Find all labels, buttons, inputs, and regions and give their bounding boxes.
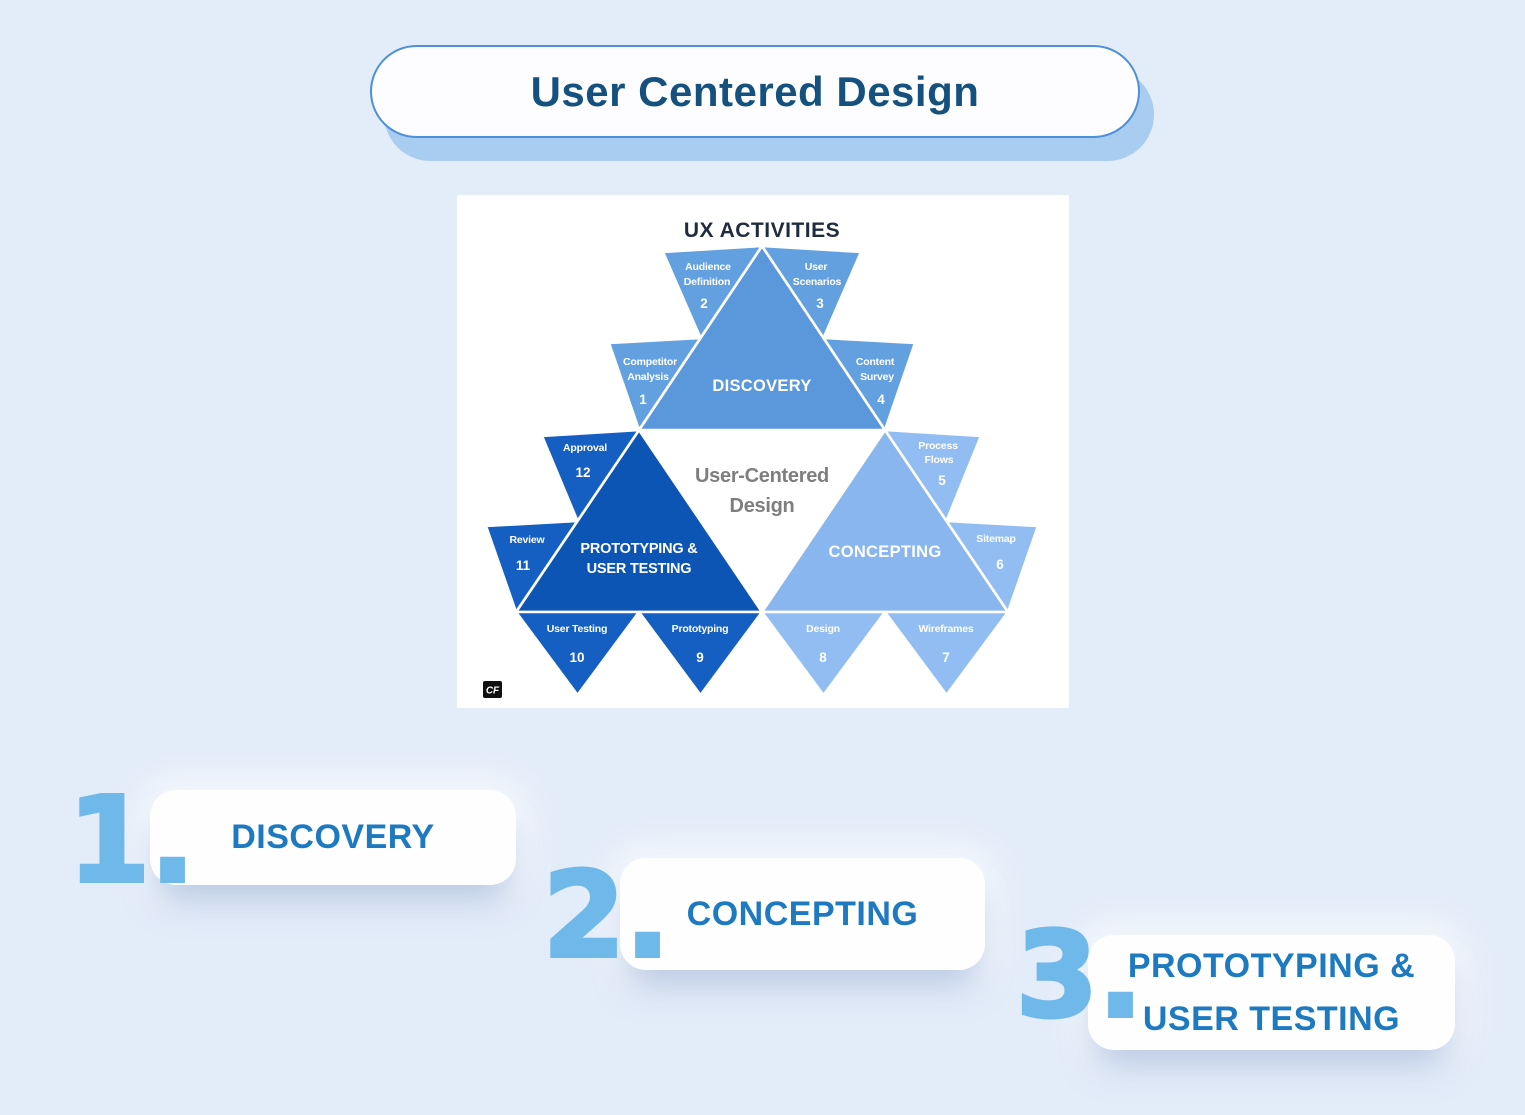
activity-2-number: 2 bbox=[700, 296, 708, 311]
activity-4-label-line2: Survey bbox=[860, 371, 894, 383]
page-title: User Centered Design bbox=[530, 67, 980, 115]
activity-process-flows: Process Flows 5 bbox=[883, 428, 983, 523]
step-2-number: 2. bbox=[541, 846, 672, 984]
activity-review: Review 11 bbox=[484, 519, 579, 614]
step-3-number: 3. bbox=[1014, 906, 1145, 1044]
center-label-line1: User-Centered bbox=[695, 465, 829, 487]
activity-5-label-line2: Flows bbox=[925, 454, 954, 466]
activity-user-testing: User Testing 10 bbox=[514, 610, 641, 697]
activity-11-label-line1: Review bbox=[510, 534, 546, 546]
activity-3-number: 3 bbox=[816, 296, 824, 311]
activity-3-label-line2: Scenarios bbox=[793, 276, 842, 288]
step-2-card: CONCEPTING bbox=[620, 858, 985, 970]
activity-12-label-line1: Approval bbox=[563, 442, 607, 454]
cf-watermark: CF bbox=[483, 681, 502, 698]
activity-2-label-line1: Audience bbox=[685, 261, 731, 273]
step-3-label-line2: USER TESTING bbox=[1142, 999, 1401, 1038]
diagram-heading: UX ACTIVITIES bbox=[684, 219, 840, 242]
activity-1-label-line2: Analysis bbox=[627, 371, 669, 383]
activity-7-label-line1: Wireframes bbox=[918, 623, 973, 635]
activity-6-shape bbox=[945, 519, 1040, 614]
phase-prototyping-label-line2: USER TESTING bbox=[587, 561, 692, 577]
activity-9-number: 9 bbox=[696, 650, 704, 665]
activity-prototyping: Prototyping 9 bbox=[637, 610, 764, 697]
activity-design: Design 8 bbox=[760, 610, 887, 697]
ux-activities-diagram: UX ACTIVITIES DISCOVERY CONCEPTING PROTO… bbox=[457, 195, 1069, 708]
phase-prototyping-label-line1: PROTOTYPING & bbox=[580, 541, 698, 557]
cf-watermark-box bbox=[483, 681, 502, 698]
activity-3-shape bbox=[760, 244, 863, 340]
activity-competitor-analysis: Competitor Analysis 1 bbox=[607, 336, 702, 432]
activity-4-shape bbox=[822, 336, 917, 432]
activity-10-label-line1: User Testing bbox=[547, 623, 607, 635]
activity-4-number: 4 bbox=[877, 392, 885, 407]
activity-8-number: 8 bbox=[819, 650, 827, 665]
activity-8-label-line1: Design bbox=[806, 623, 840, 635]
activity-sitemap: Sitemap 6 bbox=[945, 519, 1040, 614]
step-1-label: DISCOVERY bbox=[231, 818, 435, 857]
activity-7-shape bbox=[883, 610, 1010, 697]
activity-12-number: 12 bbox=[575, 465, 590, 480]
activity-5-label-line1: Process bbox=[918, 440, 958, 452]
step-2-label: CONCEPTING bbox=[686, 894, 919, 933]
phase-concepting-label: CONCEPTING bbox=[828, 543, 941, 561]
step-3-label-line1: PROTOTYPING & bbox=[1127, 946, 1416, 985]
phase-discovery-label: DISCOVERY bbox=[712, 377, 811, 395]
center-label-line2: Design bbox=[730, 495, 795, 517]
activity-12-shape bbox=[540, 428, 641, 523]
step-3-card: PROTOTYPING & USER TESTING bbox=[1088, 935, 1455, 1050]
activity-6-label-line1: Sitemap bbox=[976, 533, 1015, 545]
activity-1-shape bbox=[607, 336, 702, 432]
activity-1-number: 1 bbox=[639, 392, 647, 407]
activity-11-number: 11 bbox=[516, 558, 531, 573]
step-1-number: 1. bbox=[66, 771, 197, 909]
activity-audience-definition: Audience Definition 2 bbox=[661, 244, 764, 340]
activity-user-scenarios: User Scenarios 3 bbox=[760, 244, 863, 340]
activity-5-shape bbox=[883, 428, 983, 523]
activity-7-number: 7 bbox=[942, 650, 950, 665]
title-banner: User Centered Design bbox=[370, 45, 1140, 138]
activity-9-shape bbox=[637, 610, 764, 697]
step-1-card: DISCOVERY bbox=[150, 790, 516, 885]
ux-activities-svg: UX ACTIVITIES DISCOVERY CONCEPTING PROTO… bbox=[483, 219, 1040, 698]
activity-6-number: 6 bbox=[996, 557, 1004, 572]
activity-11-shape bbox=[484, 519, 579, 614]
activity-10-shape bbox=[514, 610, 641, 697]
activity-4-label-line1: Content bbox=[856, 356, 895, 368]
activity-2-shape bbox=[661, 244, 764, 340]
activity-10-number: 10 bbox=[569, 650, 584, 665]
activity-3-label-line1: User bbox=[805, 261, 828, 273]
activity-1-label-line1: Competitor bbox=[623, 356, 677, 368]
activity-8-shape bbox=[760, 610, 887, 697]
activity-wireframes: Wireframes 7 bbox=[883, 610, 1010, 697]
cf-watermark-text: CF bbox=[486, 686, 500, 697]
activity-approval: Approval 12 bbox=[540, 428, 641, 523]
activity-content-survey: Content Survey 4 bbox=[822, 336, 917, 432]
activity-9-label-line1: Prototyping bbox=[672, 623, 729, 635]
activity-5-number: 5 bbox=[938, 473, 946, 488]
activity-2-label-line2: Definition bbox=[684, 276, 730, 288]
